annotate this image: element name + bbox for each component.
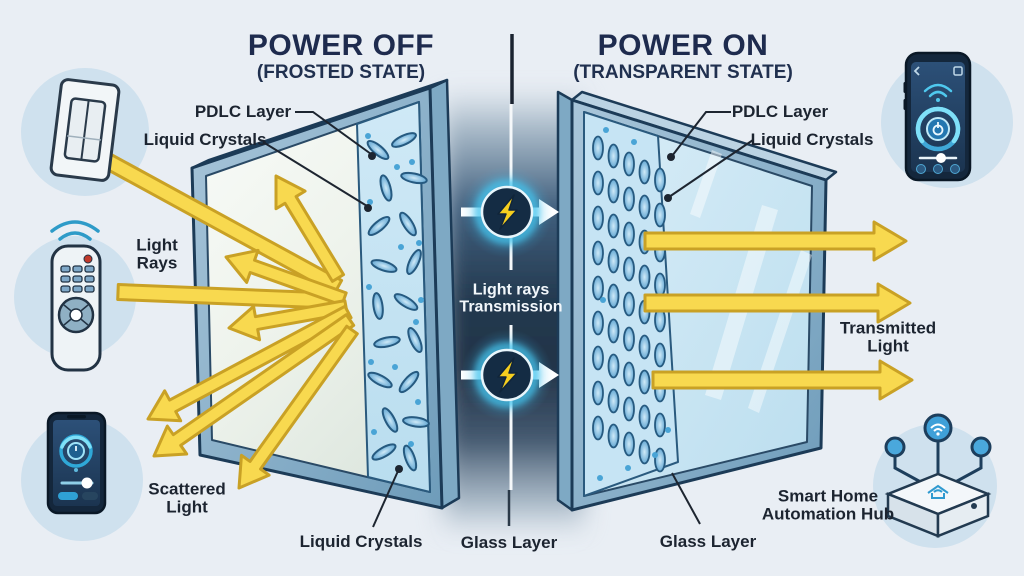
scattered-light-label: Scattered Light bbox=[148, 479, 226, 517]
leader-lines bbox=[262, 111, 754, 528]
glass-layer-label-right: Glass Layer bbox=[659, 531, 757, 551]
scattered-liquid-crystals bbox=[365, 132, 430, 472]
light-rays-transmission-label: Light rays Transmission bbox=[459, 281, 563, 316]
smart-home-hub-icon bbox=[884, 413, 992, 538]
smartphone-app-icon bbox=[46, 411, 107, 515]
smart-home-hub-label: Smart Home Automation Hub bbox=[761, 486, 895, 524]
frosted-state-subtitle: (FROSTED STATE) bbox=[256, 62, 426, 83]
transmitted-light-label: Transmitted Light bbox=[839, 318, 937, 356]
smartphone-app-icon bbox=[903, 51, 972, 182]
lightning-bolt-icons bbox=[461, 166, 553, 421]
remote-control-icon bbox=[50, 220, 102, 372]
power-on-title: POWER ON bbox=[597, 29, 769, 62]
pdlc-layer-label-right: PDLC Layer bbox=[731, 101, 829, 121]
glass-layer-label-center: Glass Layer bbox=[460, 532, 558, 552]
light-rays-label: Light Rays bbox=[136, 235, 178, 273]
transparent-state-subtitle: (TRANSPARENT STATE) bbox=[573, 62, 793, 83]
aligned-liquid-crystals bbox=[592, 127, 674, 481]
liquid-crystals-label-left: Liquid Crystals bbox=[143, 129, 267, 149]
pdlc-layer-label-left: PDLC Layer bbox=[194, 101, 292, 121]
light-ray-arrows bbox=[96, 149, 914, 490]
liquid-crystals-label-bottom: Liquid Crystals bbox=[299, 531, 423, 551]
pdlc-layer-left bbox=[356, 101, 431, 493]
power-off-title: POWER OFF bbox=[247, 29, 435, 62]
light-switch-icon bbox=[49, 78, 121, 182]
liquid-crystals-label-right: Liquid Crystals bbox=[750, 129, 874, 149]
